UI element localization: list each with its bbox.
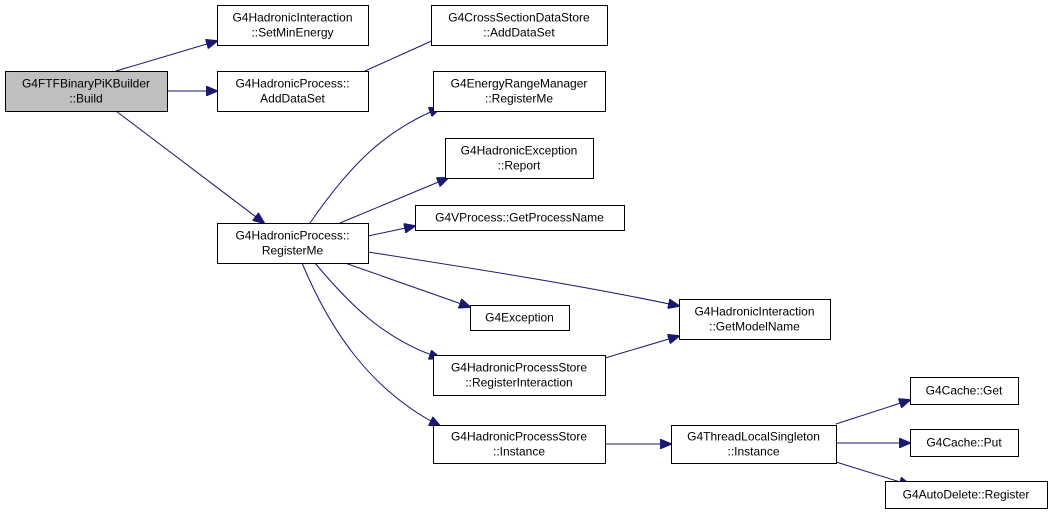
- node-box: [431, 5, 608, 46]
- edge-tls_instance-to-cache_get: [835, 400, 910, 425]
- node-box: [910, 377, 1019, 405]
- edge-line: [344, 262, 470, 307]
- node-label: G4AutoDelete::Register: [903, 488, 1030, 502]
- node-label: ::Report: [498, 159, 541, 173]
- edge-hp_registerme-to-getmodelname: [367, 251, 679, 306]
- node-label: G4HadronicException: [461, 144, 578, 158]
- edge-hp_registerme-to-erm_registerme: [309, 108, 440, 224]
- node-box: [5, 71, 168, 112]
- edge-line: [301, 262, 440, 426]
- node-erm-registerme[interactable]: G4EnergyRangeManager::RegisterMe: [433, 71, 606, 112]
- edges-layer: [115, 34, 910, 485]
- node-label: ::GetModelName: [709, 320, 800, 334]
- node-label: AddDataSet: [260, 92, 325, 106]
- node-box: [217, 71, 369, 112]
- node-label: ::RegisterMe: [485, 92, 553, 106]
- node-label: G4HadronicProcess::: [235, 77, 349, 91]
- node-box: [217, 5, 369, 46]
- node-label: G4ThreadLocalSingleton: [687, 430, 820, 444]
- node-label: ::Instance: [493, 445, 545, 459]
- node-setminenergy[interactable]: G4HadronicInteraction::SetMinEnergy: [217, 5, 369, 46]
- node-box: [885, 481, 1048, 509]
- edge-line: [835, 400, 910, 425]
- node-cache-put[interactable]: G4Cache::Put: [910, 429, 1019, 457]
- edge-build-to-hp_registerme: [115, 110, 264, 223]
- node-label: G4EnergyRangeManager: [451, 77, 588, 91]
- node-label: G4Cache::Put: [926, 436, 1002, 450]
- node-g4exception[interactable]: G4Exception: [470, 305, 570, 331]
- edge-line: [367, 226, 415, 237]
- node-build: G4FTFBinaryPiKBuilder::Build: [5, 71, 168, 112]
- node-getmodelname[interactable]: G4HadronicInteraction::GetModelName: [679, 299, 831, 340]
- node-box: [445, 138, 594, 179]
- node-cs-adddataset[interactable]: G4CrossSectionDataStore::AddDataSet: [431, 5, 608, 46]
- node-label: G4CrossSectionDataStore: [448, 11, 590, 25]
- node-box: [910, 429, 1019, 457]
- node-hp-adddataset[interactable]: G4HadronicProcess::AddDataSet: [217, 71, 369, 112]
- node-cache-get[interactable]: G4Cache::Get: [910, 377, 1019, 405]
- node-label: G4Cache::Get: [926, 384, 1003, 398]
- edge-hps_registerinteraction-to-getmodelname: [604, 336, 679, 359]
- edge-hp_registerme-to-hps_registerinteraction: [314, 262, 440, 358]
- node-getprocessname[interactable]: G4VProcess::GetProcessName: [415, 205, 625, 231]
- node-hps-registerinteraction[interactable]: G4HadronicProcessStore::RegisterInteract…: [433, 355, 606, 396]
- edge-hp_registerme-to-hexc_report: [339, 178, 448, 224]
- edge-line: [115, 41, 217, 72]
- node-label: G4Exception: [485, 311, 554, 325]
- edge-line: [367, 251, 679, 306]
- node-label: ::Build: [69, 92, 102, 106]
- node-box: [679, 299, 831, 340]
- node-box: [433, 425, 606, 464]
- node-label: ::Instance: [727, 445, 779, 459]
- edge-line: [309, 108, 440, 224]
- nodes-layer: G4FTFBinaryPiKBuilder::BuildG4HadronicIn…: [5, 5, 1048, 509]
- node-label: G4HadronicInteraction: [694, 305, 814, 319]
- node-label: ::AddDataSet: [483, 26, 555, 40]
- node-label: G4HadronicProcessStore: [451, 361, 587, 375]
- node-label: G4HadronicProcess::: [235, 229, 349, 243]
- node-label: G4HadronicProcessStore: [451, 430, 587, 444]
- node-label: ::SetMinEnergy: [251, 26, 333, 40]
- node-label: G4HadronicInteraction: [232, 11, 352, 25]
- node-hp-registerme[interactable]: G4HadronicProcess::RegisterMe: [217, 223, 369, 264]
- edge-hp_registerme-to-hps_instance: [301, 262, 440, 426]
- node-label: G4FTFBinaryPiKBuilder: [22, 77, 150, 91]
- node-box: [217, 223, 369, 264]
- edge-hp_registerme-to-g4exception: [344, 262, 470, 307]
- edge-line: [604, 336, 679, 359]
- node-box: [433, 71, 606, 112]
- edge-line: [339, 178, 448, 224]
- node-box: [433, 355, 606, 396]
- node-hps-instance[interactable]: G4HadronicProcessStore::Instance: [433, 425, 606, 464]
- node-autodelete-register[interactable]: G4AutoDelete::Register: [885, 481, 1048, 509]
- edge-hp_registerme-to-getprocessname: [367, 226, 415, 237]
- edge-line: [115, 110, 264, 223]
- node-tls-instance[interactable]: G4ThreadLocalSingleton::Instance: [671, 425, 837, 464]
- node-label: ::RegisterInteraction: [465, 376, 572, 390]
- node-box: [671, 425, 837, 464]
- node-label: G4VProcess::GetProcessName: [435, 211, 604, 225]
- node-box: [470, 305, 570, 331]
- edge-build-to-setminenergy: [115, 41, 217, 72]
- node-hexc-report[interactable]: G4HadronicException::Report: [445, 138, 594, 179]
- node-label: RegisterMe: [262, 244, 324, 258]
- node-box: [415, 205, 625, 231]
- edge-line: [314, 262, 440, 358]
